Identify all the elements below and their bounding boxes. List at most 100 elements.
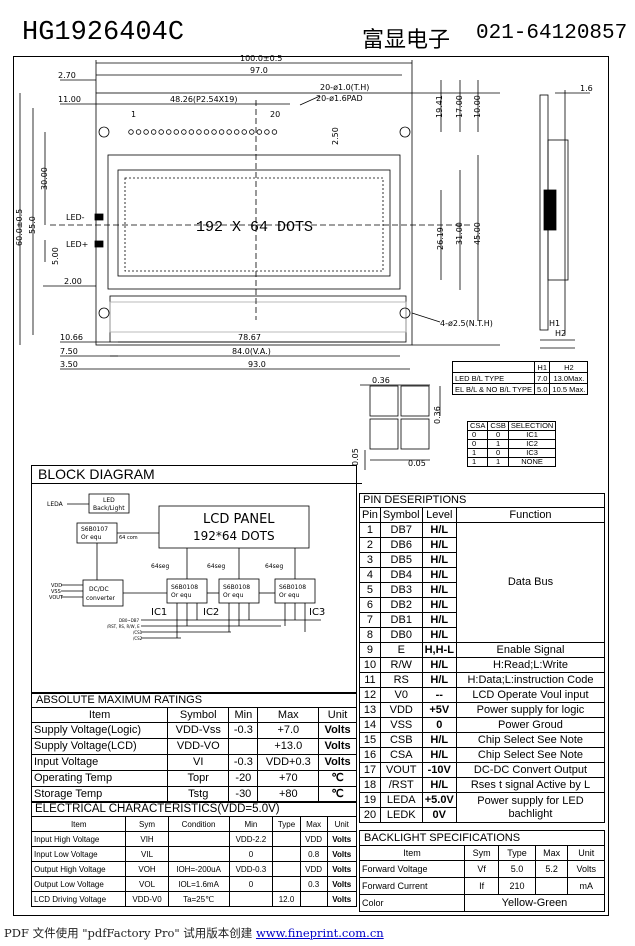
column-header: Item (359, 845, 465, 861)
pin-symbol: CSB (379, 732, 423, 748)
cell: 1 (466, 457, 489, 467)
footer-link[interactable]: www.fineprint.com.cn (255, 926, 384, 940)
pin-number: 14 (359, 717, 381, 733)
pin-number: 6 (359, 597, 381, 613)
cell: 10.5 Max. (549, 383, 589, 395)
pin-symbol: /RST (379, 777, 423, 793)
cell (534, 877, 569, 895)
model-number: HG1926404C (22, 18, 185, 48)
cell: Forward Current (359, 877, 465, 895)
pin-symbol: DB5 (379, 552, 423, 568)
dim-60: 60.0±0.5 (15, 209, 24, 246)
pin-number: 10 (359, 657, 381, 673)
cell: VDD-Vss (167, 722, 230, 739)
dim-7867: 78.67 (238, 333, 261, 342)
cell: Volts (326, 846, 358, 862)
pin-hole (264, 129, 270, 135)
sig-cs2-label: /CS2 (133, 636, 143, 641)
pin-level: +5V (421, 702, 457, 718)
cell: Vf (463, 860, 500, 878)
led-minus-pad (94, 213, 104, 221)
pin-symbol: VOUT (379, 762, 423, 778)
pin-level: H/L (421, 612, 457, 628)
pin-level: H/L (421, 582, 457, 598)
column-header: Min (228, 816, 274, 832)
pin-function: Enable Signal (455, 642, 606, 658)
ic3-chip-label: S6B0108 (279, 584, 306, 591)
pin-level: H/L (421, 627, 457, 643)
column-header (452, 361, 535, 373)
mount-hole-br (399, 307, 411, 319)
cell: 1 (487, 457, 509, 467)
cell: VOL (125, 876, 169, 892)
pin-number: 1 (359, 522, 381, 538)
cell: VDD+0.3 (257, 754, 320, 771)
sig-db-label: DB0~DB7 (119, 618, 140, 623)
dim-45: 45.00 (473, 222, 482, 245)
cell: -0.3 (228, 754, 259, 771)
column-header: Function (455, 507, 606, 523)
pin-function: Chip Select See Note (455, 747, 606, 763)
column-header: Max (257, 707, 320, 723)
pin-number: 17 (359, 762, 381, 778)
cell: Storage Temp (30, 786, 169, 803)
cell: Forward Voltage (359, 860, 465, 878)
cell: -30 (228, 786, 259, 803)
dot-036-b: 0.36 (433, 406, 442, 424)
pin-function: Data Bus (455, 522, 606, 643)
pin-function: Chip Select See Note (455, 732, 606, 748)
cell: 0 (487, 448, 509, 458)
cell: 7.0 (533, 372, 551, 384)
pin-hole (241, 129, 247, 135)
pin-function: DC-DC Convert Output (455, 762, 606, 778)
mount-holes-label: 4-ø2.5(N.T.H) (440, 319, 493, 328)
cell: Yellow-Green (464, 894, 605, 912)
cell: 12.0 (272, 891, 301, 907)
seg3-label: 64seg (265, 563, 283, 570)
pin-number: 11 (359, 672, 381, 688)
dim-5: 5.00 (51, 247, 60, 265)
cell: LED B/L TYPE (452, 372, 535, 384)
cell: VDD-2.2 (228, 831, 274, 847)
pin-hole (181, 129, 187, 135)
pin-hole (271, 129, 278, 135)
pin-hole (218, 129, 225, 135)
pin-symbol: V0 (379, 687, 423, 703)
cell (272, 846, 301, 862)
pin1-label: 1 (131, 110, 136, 119)
dim-750: 7.50 (60, 347, 78, 356)
dim-1066: 10.66 (60, 333, 83, 342)
active-area (124, 177, 384, 272)
pin-symbol: DB3 (379, 582, 423, 598)
pin-number: 2 (359, 537, 381, 553)
pin-symbol: E (379, 642, 423, 658)
cell: Volts (318, 722, 357, 739)
dim-270: 2.70 (58, 71, 76, 80)
dim-16: 1.6 (580, 84, 593, 93)
pin-level: H/L (421, 747, 457, 763)
sig-ctrl-label: /RST, RS, R/W, E (107, 624, 140, 629)
cell: 0 (228, 846, 274, 862)
cell: mA (567, 877, 605, 895)
h2-label: H2 (555, 329, 566, 338)
cell: Input Low Voltage (30, 846, 127, 862)
pin-function: Power supply for LED bachlight (455, 792, 606, 823)
company-name: 富显电子 (362, 28, 451, 53)
dim-55: 55.0 (28, 216, 37, 234)
cell: Volts (326, 876, 358, 892)
pin-level: 0 (421, 717, 457, 733)
pin-number: 20 (359, 807, 381, 823)
